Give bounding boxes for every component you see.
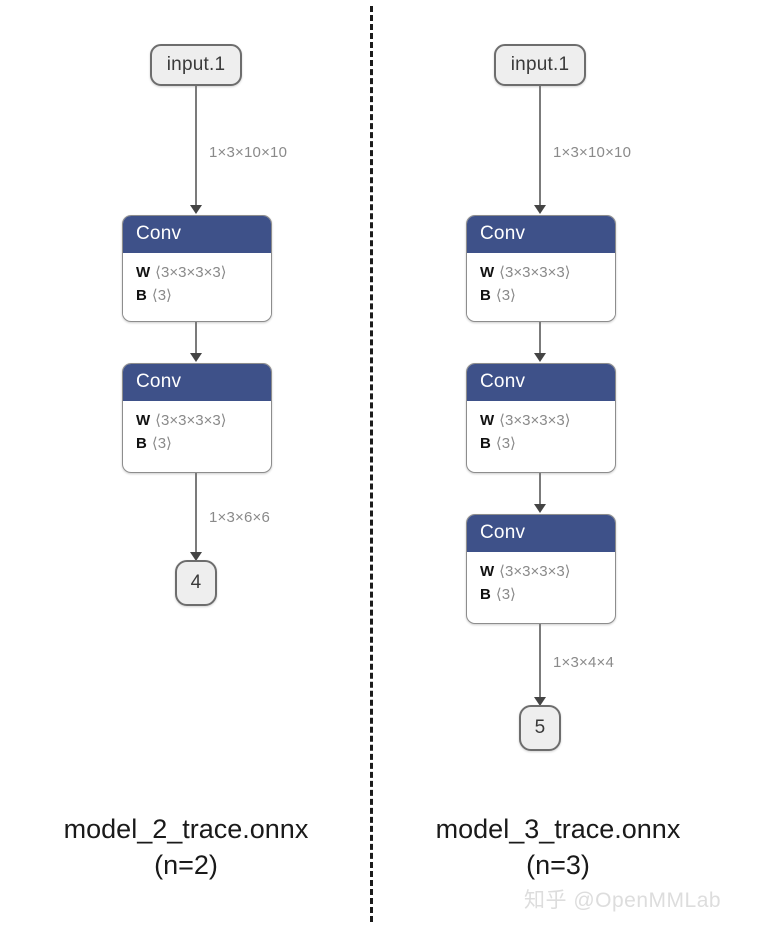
attr-value-w: ⟨3×3×3×3⟩: [155, 263, 227, 281]
attr-key-b: B: [480, 434, 491, 452]
attr-row-w: W⟨3×3×3×3⟩: [480, 262, 615, 285]
output-node[interactable]: 4: [175, 560, 217, 606]
edge-input-to-conv1-arrow: [534, 205, 546, 214]
attr-row-b: B⟨3⟩: [480, 285, 615, 308]
op-node-conv-2[interactable]: Conv W⟨3×3×3×3⟩ B⟨3⟩: [466, 363, 616, 473]
op-node-conv-2-title: Conv: [467, 364, 615, 401]
edge-conv1-to-conv2: [195, 322, 197, 356]
edge-conv2-to-conv3: [539, 473, 541, 507]
edge-label-input-to-conv1: 1×3×10×10: [553, 144, 632, 161]
attr-key-w: W: [480, 411, 495, 429]
input-node[interactable]: input.1: [150, 44, 242, 86]
caption-filename: model_3_trace.onnx: [435, 814, 681, 844]
attr-value-b: ⟨3⟩: [151, 434, 172, 452]
attr-key-w: W: [480, 562, 495, 580]
attr-value-b: ⟨3⟩: [151, 286, 172, 304]
edge-input-to-conv1-arrow: [190, 205, 202, 214]
attr-value-b: ⟨3⟩: [495, 286, 516, 304]
op-node-conv-1[interactable]: Conv W⟨3×3×3×3⟩ B⟨3⟩: [466, 215, 616, 322]
edge-conv3-to-output-arrow: [534, 697, 546, 706]
op-node-conv-1-attrs: W⟨3×3×3×3⟩ B⟨3⟩: [123, 252, 271, 317]
op-node-conv-3[interactable]: Conv W⟨3×3×3×3⟩ B⟨3⟩: [466, 514, 616, 624]
attr-key-b: B: [136, 434, 147, 452]
attr-value-w: ⟨3×3×3×3⟩: [499, 411, 571, 429]
op-node-conv-2-title: Conv: [123, 364, 271, 401]
op-node-conv-1-title: Conv: [123, 216, 271, 253]
attr-value-w: ⟨3×3×3×3⟩: [499, 263, 571, 281]
edge-label-conv3-to-output: 1×3×4×4: [553, 654, 615, 671]
attr-key-b: B: [136, 286, 147, 304]
attr-row-w: W⟨3×3×3×3⟩: [136, 410, 271, 433]
caption-n-value: (n=2): [154, 849, 218, 880]
edge-conv2-to-output-arrow: [190, 552, 202, 561]
input-node-label: input.1: [510, 54, 570, 75]
watermark: 知乎 @OpenMMLab: [524, 889, 722, 912]
attr-key-w: W: [480, 263, 495, 281]
caption-n-value: (n=3): [526, 849, 590, 880]
op-node-conv-3-title: Conv: [467, 515, 615, 552]
edge-conv2-to-output: [195, 473, 197, 558]
attr-row-b: B⟨3⟩: [136, 433, 271, 456]
attr-row-b: B⟨3⟩: [480, 584, 615, 607]
attr-key-b: B: [480, 286, 491, 304]
attr-value-w: ⟨3×3×3×3⟩: [499, 562, 571, 580]
attr-value-b: ⟨3⟩: [495, 585, 516, 603]
attr-value-w: ⟨3×3×3×3⟩: [155, 411, 227, 429]
panel-caption-right: model_3_trace.onnx (n=3): [372, 812, 744, 883]
caption-filename: model_2_trace.onnx: [63, 814, 309, 844]
edge-label-conv2-to-output: 1×3×6×6: [209, 509, 271, 526]
attr-row-w: W⟨3×3×3×3⟩: [480, 410, 615, 433]
input-node[interactable]: input.1: [494, 44, 586, 86]
op-node-conv-1-attrs: W⟨3×3×3×3⟩ B⟨3⟩: [467, 252, 615, 317]
edge-conv2-to-conv3-arrow: [534, 504, 546, 513]
edge-label-input-to-conv1: 1×3×10×10: [209, 144, 288, 161]
output-node-label: 4: [190, 572, 202, 593]
panel-divider: [370, 6, 373, 922]
attr-row-b: B⟨3⟩: [480, 433, 615, 456]
edge-conv3-to-output: [539, 624, 541, 703]
attr-value-b: ⟨3⟩: [495, 434, 516, 452]
output-node-label: 5: [534, 717, 546, 738]
panel-model-3-trace: input.1 1×3×10×10 Conv W⟨3×3×3×3⟩ B⟨3⟩ C…: [372, 0, 744, 932]
op-node-conv-2[interactable]: Conv W⟨3×3×3×3⟩ B⟨3⟩: [122, 363, 272, 473]
panel-model-2-trace: input.1 1×3×10×10 Conv W⟨3×3×3×3⟩ B⟨3⟩ C…: [0, 0, 372, 932]
attr-row-w: W⟨3×3×3×3⟩: [480, 561, 615, 584]
op-node-conv-3-attrs: W⟨3×3×3×3⟩ B⟨3⟩: [467, 551, 615, 616]
input-node-label: input.1: [166, 54, 226, 75]
edge-conv1-to-conv2-arrow: [534, 353, 546, 362]
op-node-conv-1[interactable]: Conv W⟨3×3×3×3⟩ B⟨3⟩: [122, 215, 272, 322]
edge-input-to-conv1: [195, 86, 197, 208]
op-node-conv-1-title: Conv: [467, 216, 615, 253]
edge-input-to-conv1: [539, 86, 541, 208]
attr-key-w: W: [136, 263, 151, 281]
attr-row-b: B⟨3⟩: [136, 285, 271, 308]
output-node[interactable]: 5: [519, 705, 561, 751]
edge-conv1-to-conv2: [539, 322, 541, 356]
op-node-conv-2-attrs: W⟨3×3×3×3⟩ B⟨3⟩: [123, 400, 271, 465]
panel-caption-left: model_2_trace.onnx (n=2): [0, 812, 372, 883]
attr-key-w: W: [136, 411, 151, 429]
op-node-conv-2-attrs: W⟨3×3×3×3⟩ B⟨3⟩: [467, 400, 615, 465]
attr-row-w: W⟨3×3×3×3⟩: [136, 262, 271, 285]
attr-key-b: B: [480, 585, 491, 603]
edge-conv1-to-conv2-arrow: [190, 353, 202, 362]
